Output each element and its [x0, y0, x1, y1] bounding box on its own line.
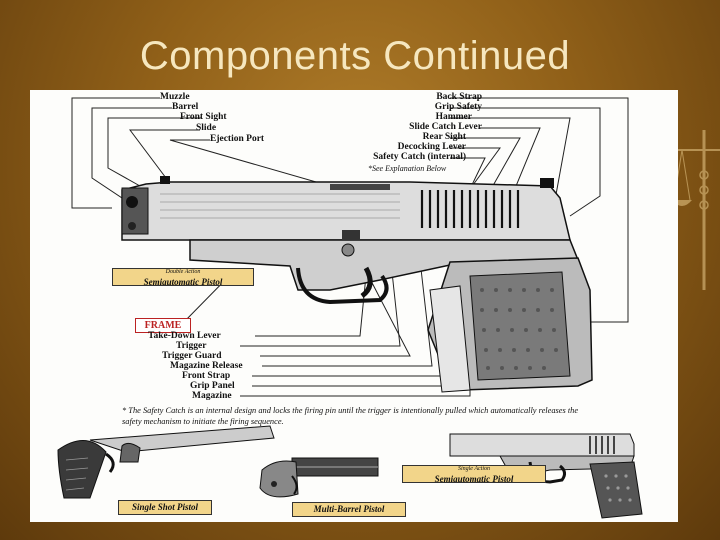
diagram-artwork [57, 97, 643, 519]
label-slide: Slide [196, 123, 217, 133]
label-ejection-port: Ejection Port [210, 134, 265, 144]
caption-single-action-pistol: Single Action Semiautomatic Pistol [402, 465, 546, 484]
caption-semi-text: Semiautomatic Pistol [434, 474, 514, 484]
label-take-down-lever: Take-Down Lever [148, 331, 221, 341]
multi-barrel-pistol-illustration [259, 457, 379, 498]
label-safety-catch: Safety Catch (internal) [373, 152, 466, 162]
caption-semiautomatic-pistol: Double Action Semiautomatic Pistol [112, 268, 254, 287]
label-slide-catch-lever: Slide Catch Lever [409, 122, 482, 132]
scales-of-justice-icon [674, 130, 720, 290]
label-trigger: Trigger [176, 341, 207, 351]
label-trigger-guard: Trigger Guard [162, 351, 222, 361]
caption-single-shot-pistol: Single Shot Pistol [118, 500, 212, 515]
caption-double-action: Double Action [165, 269, 201, 275]
caption-main-text: Semiautomatic Pistol [143, 277, 223, 287]
frame-label: FRAME [135, 318, 191, 333]
caption-single-action: Single Action [457, 466, 491, 472]
slide-title: Components Continued [139, 34, 571, 78]
label-magazine: Magazine [192, 391, 232, 401]
pistol-components-diagram: Muzzle Barrel Front Sight Slide Ejection… [30, 90, 678, 522]
label-front-sight: Front Sight [180, 112, 227, 122]
single-action-pistol-illustration [449, 433, 643, 519]
label-muzzle: Muzzle [160, 92, 190, 102]
safety-catch-footnote: * The Safety Catch is an internal design… [122, 406, 579, 426]
label-decocking-lever: Decocking Lever [397, 142, 466, 152]
label-front-strap: Front Strap [182, 371, 231, 381]
label-back-strap: Back Strap [436, 92, 482, 102]
label-hammer: Hammer [435, 112, 472, 122]
single-shot-pistol-illustration [57, 425, 275, 499]
label-rear-sight: Rear Sight [422, 132, 466, 142]
label-grip-panel: Grip Panel [190, 381, 235, 391]
main-pistol-illustration [121, 176, 593, 393]
label-grip-safety: Grip Safety [434, 102, 482, 112]
caption-multi-barrel-pistol: Multi-Barrel Pistol [292, 502, 406, 517]
label-barrel: Barrel [172, 102, 199, 112]
label-magazine-release: Magazine Release [170, 361, 243, 371]
label-see-explanation: *See Explanation Below [368, 164, 447, 173]
